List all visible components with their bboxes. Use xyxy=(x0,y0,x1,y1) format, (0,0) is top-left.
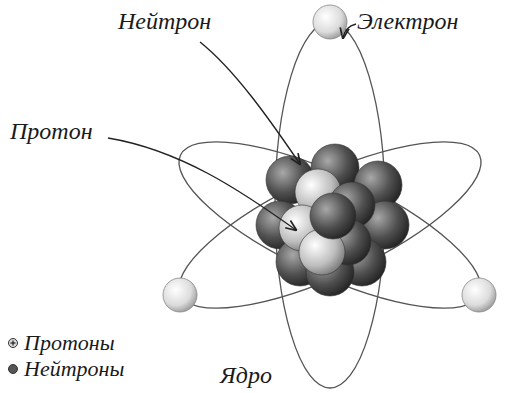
part-label: Нейтрон xyxy=(118,8,211,34)
part-label: Ядро xyxy=(220,362,272,388)
orbits xyxy=(159,22,500,388)
electrons xyxy=(163,5,496,312)
legend-text: Протоны xyxy=(24,331,115,355)
part-label: Протон xyxy=(10,118,93,144)
legend-swatch xyxy=(8,364,18,374)
nucleus xyxy=(256,144,409,296)
legend-text: Нейтроны xyxy=(24,357,124,381)
plus-sign xyxy=(11,341,16,346)
part-label: Электрон xyxy=(357,8,458,34)
leader-lines xyxy=(108,24,356,230)
legend-swatch xyxy=(8,338,18,348)
